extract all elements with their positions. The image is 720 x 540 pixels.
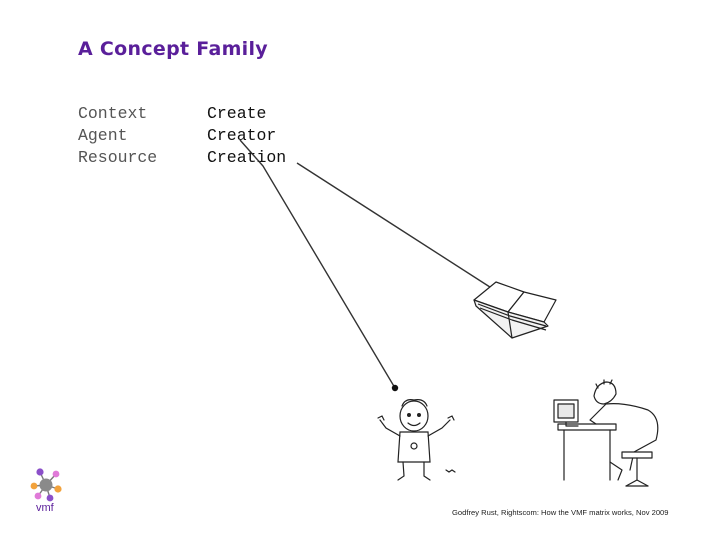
left-term-column: Context Agent Resource [78,103,157,169]
child-figure-icon [377,399,456,481]
vmf-molecule-logo [30,468,62,502]
term-creation: Creation [207,148,287,167]
slide-title: A Concept Family [78,38,268,60]
term-agent: Agent [78,126,128,145]
term-creator: Creator [207,126,277,145]
term-context: Context [78,104,148,123]
right-term-column: Create Creator Creation [207,103,286,169]
term-create: Create [207,104,267,123]
person-connector-dot [391,384,399,392]
person-at-computer-icon [553,379,659,487]
open-book-icon [473,281,557,339]
vmf-logo-text: vmf [36,502,54,514]
term-resource: Resource [78,148,158,167]
creation-to-book-line [296,162,508,299]
connector-lines [239,139,508,389]
slide-footer: Godfrey Rust, Rightscom: How the VMF mat… [452,508,669,517]
creator-to-person-line [239,139,396,389]
